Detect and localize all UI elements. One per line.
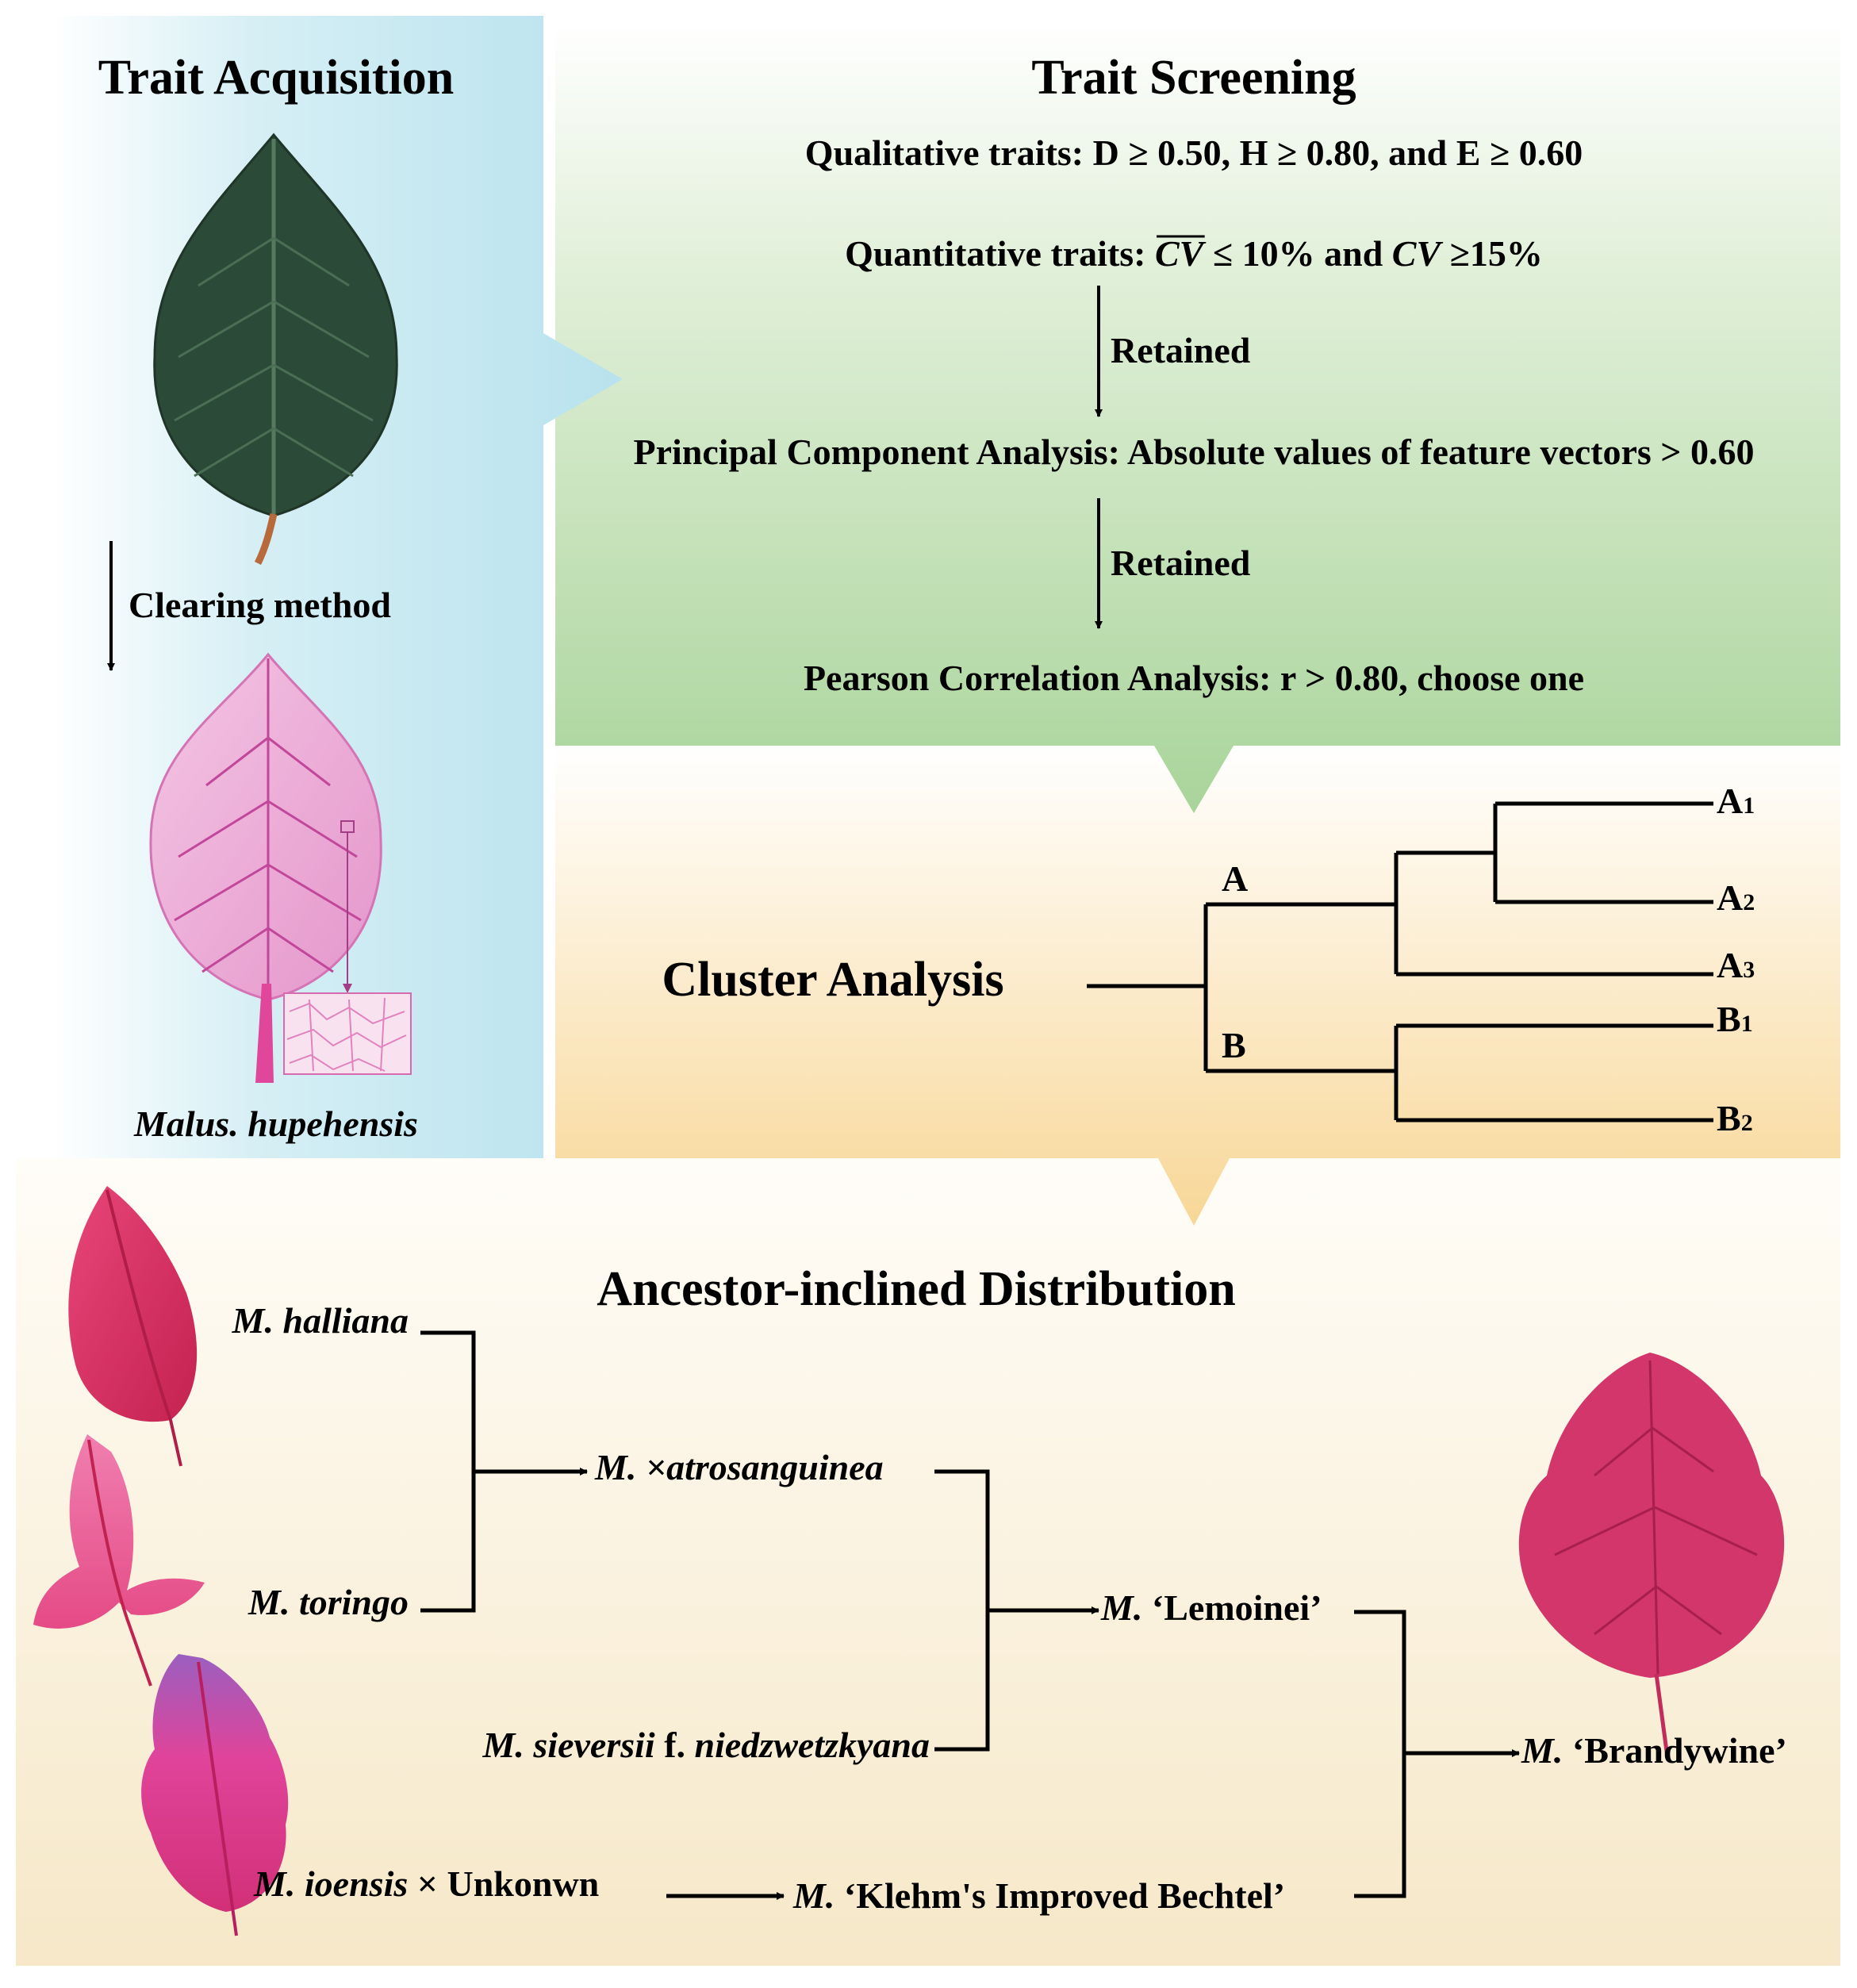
taxon-klehm: M. ‘Klehm's Improved Bechtel’: [792, 1875, 1285, 1916]
quantitative-mid: ≤ 10% and: [1203, 233, 1391, 274]
retained-label-1: Retained: [1111, 330, 1251, 370]
taxon-toringo: M. toringo: [247, 1582, 409, 1622]
halliana-leaf-image: [68, 1186, 198, 1467]
qualitative-criteria-text: Qualitative traits: D ≥ 0.50, H ≥ 0.80, …: [805, 132, 1583, 173]
quantitative-prefix: Quantitative traits:: [845, 233, 1155, 274]
brandywine-leaf-image: [1518, 1353, 1785, 1758]
taxon-lemoinei: M. ‘Lemoinei’: [1100, 1587, 1322, 1628]
dark-leaf-image: [153, 132, 398, 566]
cleared-leaf-image: [149, 652, 412, 1083]
dendrogram: [1087, 801, 1713, 1123]
pearson-criteria-text: Pearson Correlation Analysis: r > 0.80, …: [804, 658, 1584, 698]
screening-title: Trait Screening: [1031, 51, 1356, 105]
clearing-method-label: Clearing method: [129, 585, 391, 625]
leaf-label-b2: B2: [1717, 1098, 1753, 1138]
screening-panel-bg: [555, 24, 1840, 813]
distribution-title: Ancestor-inclined Distribution: [597, 1262, 1235, 1316]
taxon-brandywine: M. ‘Brandywine’: [1521, 1730, 1787, 1771]
leaf-label-a3: A3: [1717, 945, 1755, 985]
pca-criteria-text: Principal Component Analysis: Absolute v…: [634, 432, 1755, 472]
cv-symbol: CV: [1392, 233, 1444, 274]
leaf-label-a2: A2: [1717, 877, 1755, 918]
cluster-node-a: A: [1222, 858, 1248, 899]
cluster-node-b: B: [1222, 1025, 1246, 1065]
acquisition-title: Trait Acquisition: [98, 51, 454, 105]
quantitative-suffix: ≥15%: [1441, 233, 1543, 274]
species-label-hupehensis: Malus. hupehensis: [133, 1103, 418, 1144]
leaf-label-b1: B1: [1717, 999, 1753, 1039]
retained-label-2: Retained: [1111, 543, 1251, 583]
taxon-halliana: M. halliana: [232, 1300, 409, 1341]
taxon-ioensis-cross: M. ioensis × Unkonwn: [253, 1863, 599, 1904]
ioensis-leaf-image: [141, 1654, 289, 1936]
taxon-sieversii-niedzwetzkyana: M. sieversii f. niedzwetzkyana: [482, 1725, 930, 1765]
taxon-atrosanguinea: M. ×atrosanguinea: [594, 1447, 884, 1487]
cluster-title: Cluster Analysis: [662, 953, 1003, 1007]
quantitative-criteria-text: Quantitative traits: CV ≤ 10% and CV ≥15…: [845, 233, 1543, 274]
leaf-label-a1: A1: [1717, 781, 1755, 821]
cv-mean-symbol: CV: [1155, 233, 1207, 274]
toringo-leaf-image: [33, 1434, 205, 1687]
